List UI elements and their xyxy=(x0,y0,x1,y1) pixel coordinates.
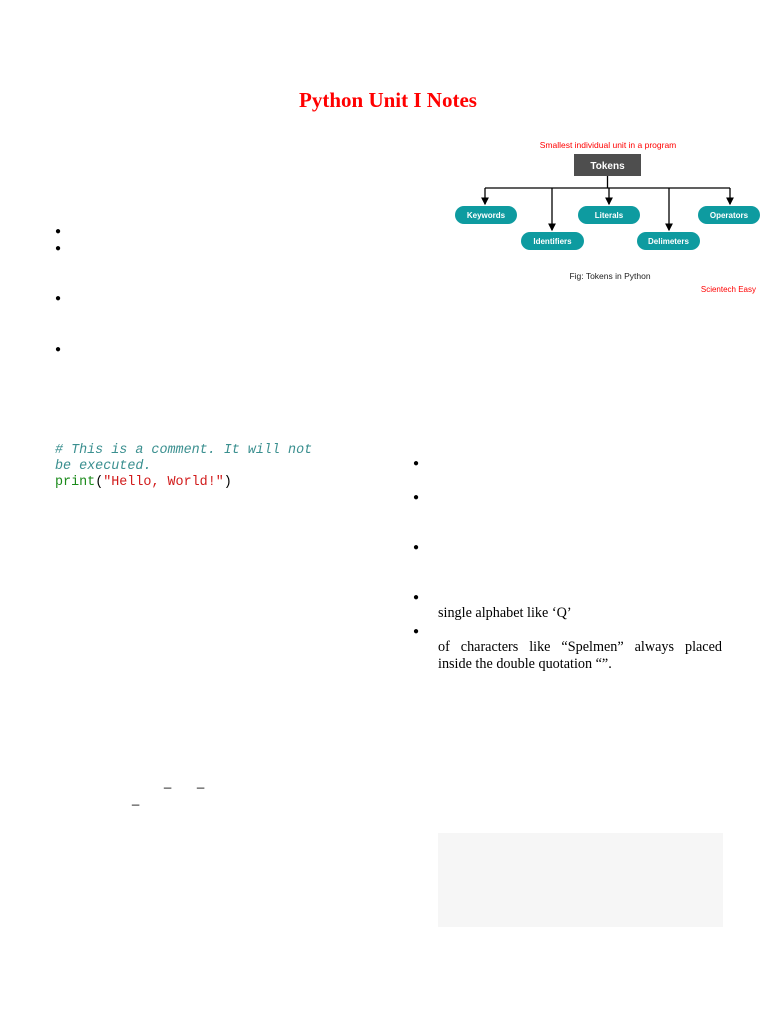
watermark-label: Scientech Easy xyxy=(701,285,756,294)
string-literal-line-1: of characters like “Spelmen” always plac… xyxy=(438,639,722,655)
node-literals-label: Literals xyxy=(595,211,624,220)
code-print-keyword: print xyxy=(55,475,96,490)
char-literal-text: single alphabet like ‘Q’ xyxy=(438,605,572,621)
bullet-dot: ● xyxy=(55,293,62,304)
node-delimeters xyxy=(637,232,700,250)
bullet-dot: ● xyxy=(413,626,420,637)
code-comment-line-2: be executed. xyxy=(55,459,152,474)
code-block: # This is a comment. It will not be exec… xyxy=(55,443,312,491)
node-keywords-label: Keywords xyxy=(467,211,506,220)
bullet-dot: ● xyxy=(55,226,62,237)
bullet-dot: ● xyxy=(413,592,420,603)
node-delimeters-label: Delimeters xyxy=(648,237,689,246)
node-operators xyxy=(698,206,760,224)
underscore-mark: _ xyxy=(132,791,140,806)
bullet-dot: ● xyxy=(413,458,420,469)
node-identifiers-label: Identifiers xyxy=(533,237,572,246)
diagram-caption-top: Smallest individual unit in a program xyxy=(540,140,677,150)
tokens-root-box xyxy=(574,154,641,176)
underscore-mark: _ xyxy=(164,774,172,789)
bullet-dot: ● xyxy=(55,243,62,254)
node-keywords xyxy=(455,206,517,224)
code-placeholder-box xyxy=(438,833,723,927)
code-string: "Hello, World!" xyxy=(103,475,224,490)
node-literals xyxy=(578,206,640,224)
tokens-root-label: Tokens xyxy=(590,161,625,172)
bullet-dot: ● xyxy=(413,542,420,553)
code-paren-close: ) xyxy=(223,475,232,490)
fig-caption: Fig: Tokens in Python xyxy=(569,271,650,281)
page-title: Python Unit I Notes xyxy=(299,88,477,112)
string-literal-line-2: inside the double quotation “”. xyxy=(438,656,612,672)
tokens-diagram: Smallest individual unit in a program To… xyxy=(455,140,760,294)
code-paren-open: ( xyxy=(95,475,104,490)
bullet-dot: ● xyxy=(413,492,420,503)
node-operators-label: Operators xyxy=(710,211,749,220)
node-identifiers xyxy=(521,232,584,250)
underscore-mark: _ xyxy=(197,774,205,789)
bullet-dot: ● xyxy=(55,344,62,355)
code-comment-line-1: # This is a comment. It will not xyxy=(55,443,313,458)
